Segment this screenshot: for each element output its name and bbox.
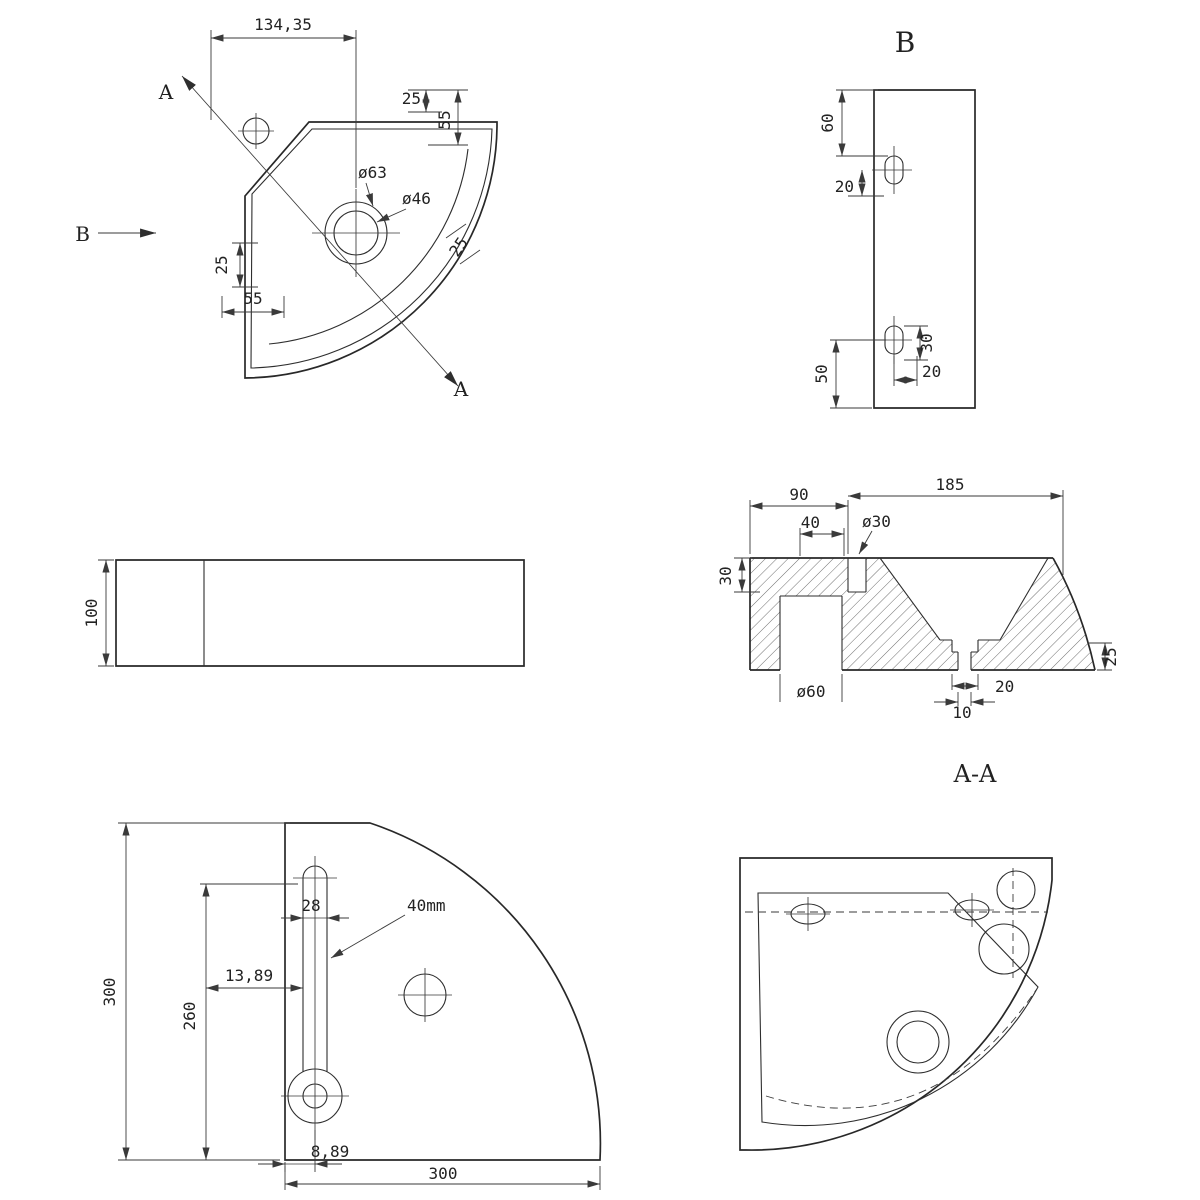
drain-centerlines [312,189,400,277]
dim-20-bottom-extensions [893,356,918,386]
dim-width-label: 134,35 [254,15,312,34]
section-title: A-A [953,760,997,788]
dim-10-drain-label: 10 [952,703,971,722]
corner-hole-upper [996,870,1036,910]
dim-300-bottom-label: 300 [429,1164,458,1183]
dim-30-left-label: 30 [716,566,735,585]
dia-63-leader [365,182,374,207]
dim-260-label: 260 [180,1002,199,1031]
dim-20-top-label: 20 [835,177,854,196]
section-label-a-top: A [158,80,174,104]
dia-63-label: ø63 [358,163,387,182]
dim-40-extensions [799,528,845,556]
section-hatch-fill [750,558,1095,670]
pictorial-drain-inner [896,1020,940,1064]
dim-20-drain-extensions [951,674,979,690]
dim-8-89-label: 8,89 [311,1142,350,1161]
dim-300-left-extensions [118,822,290,1161]
dim-25-rim-ticks [445,223,481,265]
dim-60-label: 60 [818,113,837,132]
pictorial-hidden-bowl-edge [765,989,1037,1109]
dim-50-extensions [830,339,886,409]
mounting-hole-centerlines [238,113,274,149]
upper-slot-centerlines [872,146,912,194]
dim-20-bottom-label: 20 [922,362,941,381]
section-outer-outline [749,557,1096,671]
bottom-view: 300 260 28 40mm 13,89 8,89 300 [100,822,602,1190]
dim-width-extensions [210,30,357,188]
side-body-outline [873,89,976,409]
dim-25-right-label: 25 [1101,647,1120,666]
dim-100-label: 100 [82,599,101,628]
corner-hole-lower [978,923,1030,975]
view-b-title: B [895,26,916,59]
front-body-outline [115,559,525,667]
dim-55-left-label: 55 [243,289,262,308]
dim-28-label: 28 [301,896,320,915]
dim-20-drain-label: 20 [995,677,1014,696]
dim-40-label: 40 [801,513,820,532]
dim-13-89-label: 13,89 [225,966,273,985]
fixing-hole-centerlines [398,968,452,1022]
dim-25-left-extensions [232,242,258,288]
bottom-outer-outline [284,822,602,1161]
pictorial-rim-inner-edge [757,892,1039,1127]
dia-60-extensions [779,674,843,702]
pictorial-drain-outer [886,1010,950,1074]
dim-30-extensions [904,325,928,361]
dim-40mm-leader [330,914,406,959]
dim-25-rim-label: 25 [445,234,472,261]
dim-40mm-label: 40mm [407,896,446,915]
side-view-b: B 60 20 30 20 50 [812,26,976,409]
dim-30-label: 30 [917,333,936,352]
dim-25-left-label: 25 [212,255,231,274]
top-view: A A B 134,35 25 55 25 55 ø63 ø46 25 [75,15,498,401]
pictorial-outer-outline [739,857,1053,1151]
front-view: 100 [82,559,525,667]
dia-30-leader [858,530,873,555]
dim-300-left-label: 300 [100,978,119,1007]
view-b-arrow-label: B [75,222,90,246]
tap-hole-left-centerlines [786,897,830,931]
dim-50-label: 50 [812,364,831,383]
dia-60-label: ø60 [797,682,826,701]
pictorial-view [739,857,1053,1151]
section-cutout-edges [779,557,1049,670]
tap-hole-right-centerlines [950,893,994,927]
dim-185-label: 185 [936,475,965,494]
dim-90-label: 90 [789,485,808,504]
slot-centerlines [281,856,349,1140]
section-view-aa: 90 185 40 ø30 30 ø60 20 10 25 A-A [716,475,1120,788]
section-label-a-bottom: A [453,377,469,401]
dim-55-top-label: 55 [435,110,454,129]
dim-25-top-label: 25 [402,89,421,108]
dia-46-label: ø46 [402,189,431,208]
section-line-a-a [181,75,459,387]
dim-90-extensions [749,500,849,554]
dim-60-extensions [836,89,888,157]
dia-46-leader [376,208,407,223]
dia-30-label: ø30 [862,512,891,531]
